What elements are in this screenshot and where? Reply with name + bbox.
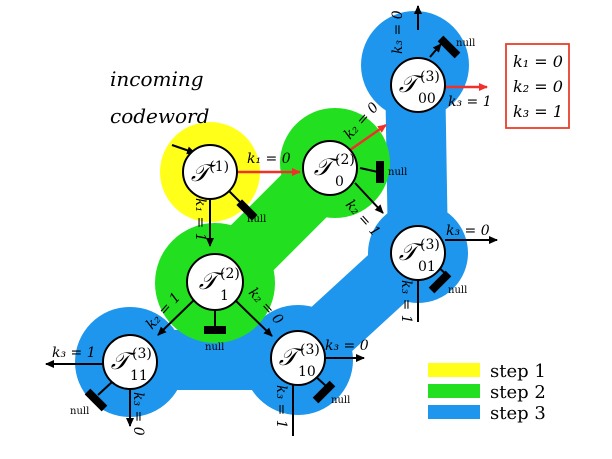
legend: step 1 step 2 step 3: [428, 361, 546, 424]
null-label-t02: null: [388, 167, 407, 178]
svg-text:10: 10: [298, 364, 316, 380]
node-t1: 𝒯(1): [182, 144, 238, 200]
legend-swatch-step1: [428, 363, 480, 377]
highlight-path: [236, 83, 488, 176]
svg-text:(2): (2): [220, 266, 240, 282]
svg-text:(3): (3): [420, 69, 440, 85]
node-t11: 𝒯 (3) 11: [102, 334, 158, 390]
legend-label-step1: step 1: [490, 361, 546, 382]
node-t0-2: 𝒯 (2) 0: [302, 140, 358, 196]
label-k3-0-t11: k₃ = 0: [130, 392, 146, 436]
label-k3-1-t11: k₃ = 1: [52, 345, 96, 361]
edge-t12-t10: [234, 299, 273, 337]
result-k1: k₁ = 0: [513, 52, 563, 71]
edge-t11-null: [97, 381, 113, 396]
label-k3-0-t01: k₃ = 0: [446, 223, 490, 239]
result-box: k₁ = 0 k₂ = 0 k₃ = 1: [505, 43, 570, 129]
null-label-t1: null: [247, 214, 266, 225]
svg-text:(3): (3): [420, 237, 440, 253]
null-bars: [84, 35, 461, 412]
null-bar-t02: [376, 161, 384, 183]
result-k3: k₃ = 1: [513, 102, 563, 121]
legend-label-step3: step 3: [490, 403, 546, 424]
svg-text:(3): (3): [132, 346, 152, 362]
svg-text:𝒯(1): 𝒯(1): [191, 159, 229, 187]
edge-t02-null: [359, 167, 379, 173]
edge-t00-null: [429, 43, 442, 58]
svg-text:01: 01: [418, 259, 436, 275]
node-t10: 𝒯 (3) 10: [270, 330, 326, 386]
tree-edges: [45, 5, 498, 436]
label-k1-1: k₁ = 1: [192, 198, 208, 242]
svg-text:1: 1: [220, 288, 229, 304]
legend-swatch-step3: [428, 405, 480, 419]
null-bar-t1: [236, 199, 258, 221]
null-bar-t01: [428, 270, 452, 294]
edge-t02-t01: [354, 182, 384, 214]
edge-t12-t11: [157, 299, 195, 336]
svg-text:0: 0: [335, 174, 344, 190]
null-label-t12: null: [205, 342, 224, 353]
null-bar-t12: [204, 326, 226, 334]
caption-line1: incoming: [110, 67, 204, 91]
edge-t02-t00: [349, 123, 387, 152]
null-label-t11: null: [70, 406, 89, 417]
caption-line2: codeword: [110, 104, 209, 128]
svg-text:(2): (2): [335, 152, 355, 168]
null-bar-t11: [84, 388, 108, 412]
label-k3-0-t10: k₃ = 0: [325, 338, 369, 354]
node-t1-2: 𝒯 (2) 1: [186, 253, 244, 311]
legend-label-step2: step 2: [490, 382, 546, 403]
null-label-t10: null: [331, 395, 350, 406]
label-k3-1-t10: k₃ = 1: [273, 385, 289, 429]
node-t01: 𝒯 (3) 01: [390, 225, 446, 281]
svg-text:(3): (3): [300, 342, 320, 358]
label-k1-0: k₁ = 0: [247, 151, 291, 167]
null-labels: null null null null null null null: [70, 38, 475, 417]
label-k3-1-t00: k₃ = 1: [448, 94, 492, 110]
null-label-t01: null: [448, 285, 467, 296]
label-k3-1-t01: k₃ = 1: [398, 280, 414, 324]
null-bar-t10: [312, 380, 336, 404]
node-t00: 𝒯 (3) 00: [390, 57, 446, 113]
svg-text:00: 00: [418, 91, 436, 107]
null-bar-t00: [437, 35, 461, 59]
svg-text:11: 11: [130, 368, 148, 384]
label-k3-0-t00: k₃ = 0: [390, 10, 406, 54]
result-k2: k₂ = 0: [513, 77, 563, 96]
null-label-t00: null: [456, 38, 475, 49]
legend-swatch-step2: [428, 384, 480, 398]
